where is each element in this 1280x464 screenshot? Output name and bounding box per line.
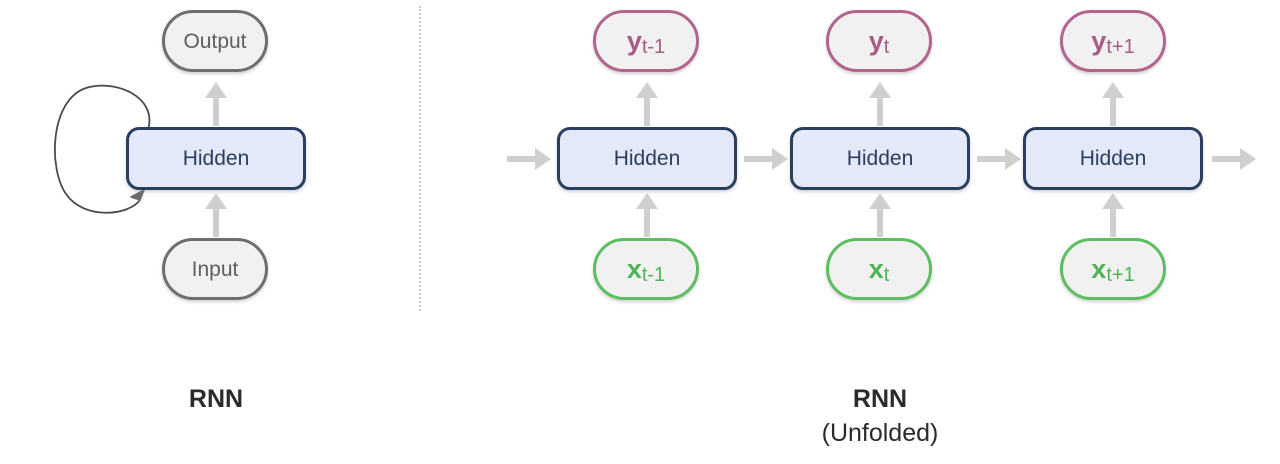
folded-output-node: Output <box>162 10 268 72</box>
output-sub-t: t <box>883 36 890 58</box>
hidden-label-t-plus-1: Hidden <box>1079 147 1147 170</box>
input-to-hidden-arrow-t-plus-1 <box>1100 193 1126 237</box>
output-var-t-plus-1: y <box>1091 25 1107 56</box>
unfolded-outgoing-state-arrow <box>1212 146 1256 172</box>
input-sub-t: t <box>883 264 890 286</box>
folded-input-node: Input <box>162 238 268 300</box>
folded-hidden-label: Hidden <box>182 147 250 170</box>
output-sub-t-minus-1: t-1 <box>641 36 666 58</box>
unfolded-caption-line2: (Unfolded) <box>821 419 939 447</box>
hidden-to-output-arrow-t-plus-1 <box>1100 82 1126 126</box>
output-sub-t-plus-1: t+1 <box>1106 36 1135 58</box>
state-arrow-t-minus-1-to-t <box>744 146 788 172</box>
hidden-to-output-arrow-t <box>867 82 893 126</box>
output-var-t-minus-1: y <box>626 25 642 56</box>
input-to-hidden-arrow-t <box>867 193 893 237</box>
section-divider <box>419 6 421 311</box>
unfolded-hidden-node-t-minus-1: Hidden <box>557 127 737 190</box>
input-sub-t-plus-1: t+1 <box>1106 264 1135 286</box>
input-var-t: x <box>868 253 884 284</box>
unfolded-hidden-node-t: Hidden <box>790 127 970 190</box>
output-var-t: y <box>868 25 884 56</box>
folded-output-label: Output <box>183 29 247 53</box>
unfolded-caption-line1: RNN <box>852 385 908 413</box>
folded-caption: RNN <box>188 385 244 413</box>
unfolded-incoming-state-arrow <box>507 146 551 172</box>
folded-hidden-to-output-arrow <box>203 82 229 126</box>
input-var-t-plus-1: x <box>1091 253 1107 284</box>
input-sub-t-minus-1: t-1 <box>641 264 666 286</box>
hidden-label-t: Hidden <box>846 147 914 170</box>
unfolded-hidden-node-t-plus-1: Hidden <box>1023 127 1203 190</box>
folded-hidden-node: Hidden <box>126 127 306 190</box>
hidden-to-output-arrow-t-minus-1 <box>634 82 660 126</box>
state-arrow-t-to-t-plus-1 <box>977 146 1021 172</box>
recurrent-loop-arrow <box>54 84 151 214</box>
input-var-t-minus-1: x <box>626 253 642 284</box>
folded-input-to-hidden-arrow <box>203 193 229 237</box>
hidden-label-t-minus-1: Hidden <box>613 147 681 170</box>
input-to-hidden-arrow-t-minus-1 <box>634 193 660 237</box>
folded-input-label: Input <box>191 257 239 281</box>
